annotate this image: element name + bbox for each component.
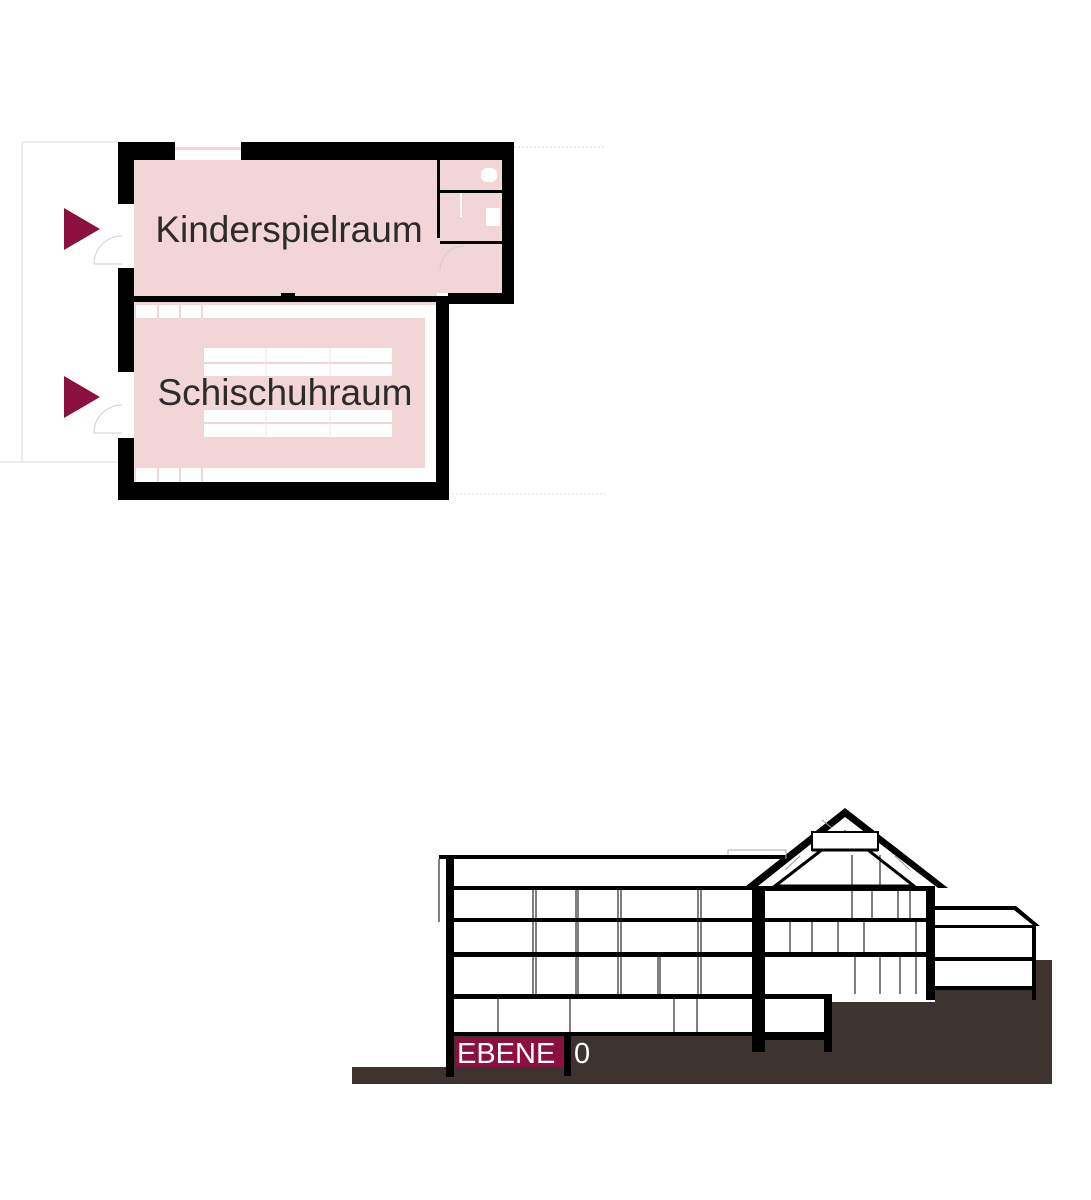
gable-roof — [727, 808, 948, 888]
level-badge-text: EBENE — [457, 1038, 555, 1070]
kinderspielraum-floor — [134, 160, 437, 298]
building-section: EBENE 0 — [352, 808, 1052, 1084]
level-number: 0 — [574, 1038, 590, 1070]
floor-slabs — [439, 855, 930, 1036]
window-sill — [175, 147, 241, 150]
level-indicator: EBENE 0 — [456, 1038, 590, 1070]
level-badge — [456, 1038, 564, 1067]
room-label-kinderspielraum: Kinderspielraum — [155, 209, 422, 250]
room-label-schischuhraum: Schischuhraum — [157, 372, 412, 413]
walls — [118, 142, 514, 500]
wc-fixtures — [460, 168, 500, 226]
entrance-arrow-icon — [64, 376, 100, 418]
wc-floor — [437, 160, 502, 293]
site-outline — [0, 141, 605, 495]
structural-walls — [446, 857, 935, 1077]
facade-mullions — [438, 855, 917, 1032]
annex-building — [935, 906, 1040, 1000]
floor-plan: Kinderspielraum Schischuhraum — [0, 141, 605, 500]
schischuhraum-furniture — [136, 305, 436, 482]
doors — [93, 204, 465, 438]
window-top — [175, 145, 241, 157]
entrance-arrow-icon — [64, 208, 100, 250]
